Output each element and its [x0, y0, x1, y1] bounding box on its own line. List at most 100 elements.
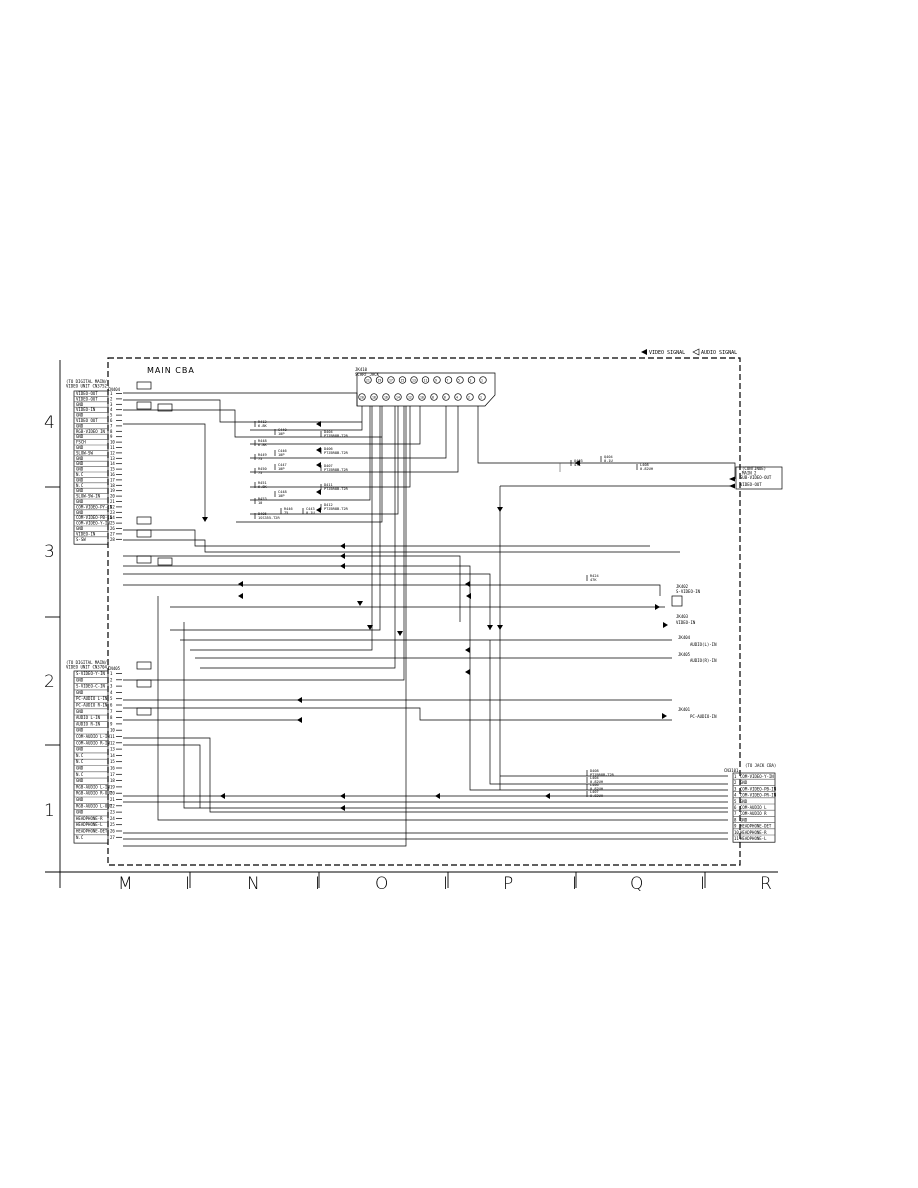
flag-marker	[136, 661, 152, 670]
arrow-icon	[466, 593, 471, 599]
scart-pin	[454, 393, 462, 401]
row-labels: 4 3 2 1	[44, 413, 55, 821]
arrow-icon	[663, 622, 668, 628]
pin-name: GND	[76, 677, 84, 682]
pin-number: 10	[110, 728, 115, 733]
component-value: 75	[258, 471, 262, 475]
arrow-icon	[297, 697, 302, 703]
pin-number: 24	[110, 515, 115, 520]
flag-marker	[136, 529, 152, 538]
pin-number: 4	[110, 407, 113, 412]
pin-name: VIDEO-IN	[76, 407, 96, 412]
pin-number: 23	[110, 510, 115, 515]
pin-name: GND	[76, 488, 84, 493]
pin-number: 11	[734, 836, 739, 841]
pin-number: 24	[110, 816, 115, 821]
arrow-icon	[340, 553, 345, 559]
component-ref: C446	[278, 449, 287, 453]
arrow-icon	[316, 507, 321, 513]
flag-marker	[136, 555, 152, 564]
pin-number: 11	[110, 734, 115, 739]
pin-number: 11	[110, 445, 115, 450]
component-ref: R448	[258, 439, 267, 443]
scart-pin	[364, 376, 372, 384]
arrow-icon	[655, 604, 660, 610]
arrow-icon	[729, 476, 735, 482]
pin-name: COM-AUDIO L-IN	[76, 734, 110, 739]
pin-name: RGB-AUDIO L-IN	[76, 784, 110, 789]
component-value: 0.82UH	[590, 780, 603, 784]
component-value: 75	[284, 511, 288, 515]
row-label-2: 2	[44, 672, 55, 692]
pin-number: 1	[110, 671, 113, 676]
scart-pin-number: 14	[396, 396, 400, 400]
scart-pin-number: 3	[470, 379, 472, 383]
pin-name: S-SW	[76, 537, 86, 542]
pin-number: 6	[110, 703, 113, 708]
scart-pin-number: 16	[384, 396, 388, 400]
pin-name: GND	[76, 445, 84, 450]
pin-name: RGB-AUDIO R-OUT	[76, 791, 113, 796]
pin-number: 8	[110, 429, 113, 434]
arrow-icon	[340, 563, 345, 569]
pin-name: GND	[76, 510, 84, 515]
component-ref: R446	[284, 507, 293, 511]
connector-bottom: (TO DIGITAL MAIN/VIDEO UNIT CN3704) CN40…	[66, 660, 122, 844]
output-box-line2: VIDEO-OUT	[740, 482, 762, 487]
pin-name: GND	[76, 499, 84, 504]
component-value: 1SS355-T2R	[258, 516, 280, 520]
pin-name: GND	[76, 456, 84, 461]
connector-jack-title: (TO JACK CBA)	[745, 763, 776, 768]
scart-pin	[382, 393, 390, 401]
page-title: MAIN CBA	[147, 366, 195, 375]
scart-pin	[444, 376, 453, 384]
pin-name: GND	[740, 817, 748, 822]
arrow-icon	[487, 625, 493, 630]
arrow-icon	[238, 593, 243, 599]
component-value: PTZ6R8B-T2R	[324, 468, 349, 472]
component-value: 0.82UH	[590, 787, 603, 791]
pin-name: GND	[76, 778, 84, 783]
pin-number: 20	[110, 791, 115, 796]
arrow-icon	[340, 543, 345, 549]
pin-number: 25	[110, 521, 115, 526]
connector-top-title: (TO DIGITAL MAIN/VIDEO UNIT CN3752)	[66, 379, 109, 389]
pin-number: 17	[110, 772, 115, 777]
component-ref: R449	[258, 453, 267, 457]
audio-signal-arrow-icon	[692, 348, 700, 356]
pin-number: 8	[110, 715, 113, 720]
pin-name: GND	[76, 413, 84, 418]
connector-top-ref: CN404	[108, 387, 121, 392]
pin-name: HEADPHONE-L	[76, 822, 103, 827]
pin-name: GND	[76, 477, 84, 482]
pin-number: 6	[110, 418, 113, 423]
scart-pin-number: 5	[458, 379, 460, 383]
arrow-icon	[435, 793, 440, 799]
pin-name: HEADPHONE-DET	[740, 824, 772, 829]
scart-pin-number: 15	[401, 379, 405, 383]
component-value: 75	[258, 457, 262, 461]
pin-number: 12	[110, 450, 115, 455]
component-ref: R450	[258, 467, 267, 471]
pin-number: 2	[110, 396, 113, 401]
scart-pin-number: 20	[360, 396, 364, 400]
input-jacks: JK402 S-VIDEO-IN JK403 VIDEO-IN JK404 AU…	[671, 584, 717, 719]
component-value: 10P	[278, 467, 285, 471]
component-value: PTZ6R8B-T2R	[324, 434, 349, 438]
pin-name: GND	[76, 402, 84, 407]
signal-arrows	[202, 421, 668, 811]
wiring	[123, 392, 736, 847]
column-label: I	[315, 874, 320, 894]
jack-symbol	[671, 595, 683, 607]
jack-label: VIDEO-IN	[676, 620, 696, 625]
pin-number: 9	[110, 434, 113, 439]
arrow-icon	[465, 647, 470, 653]
pin-name: COM-VIDEO-PR-IN	[740, 793, 777, 798]
pin-number: 12	[110, 740, 115, 745]
legend-video: VIDEO SIGNAL	[649, 350, 685, 356]
jack-ref: JK402	[676, 584, 689, 589]
component-ref: C448	[278, 490, 287, 494]
pin-number: 13	[110, 456, 115, 461]
